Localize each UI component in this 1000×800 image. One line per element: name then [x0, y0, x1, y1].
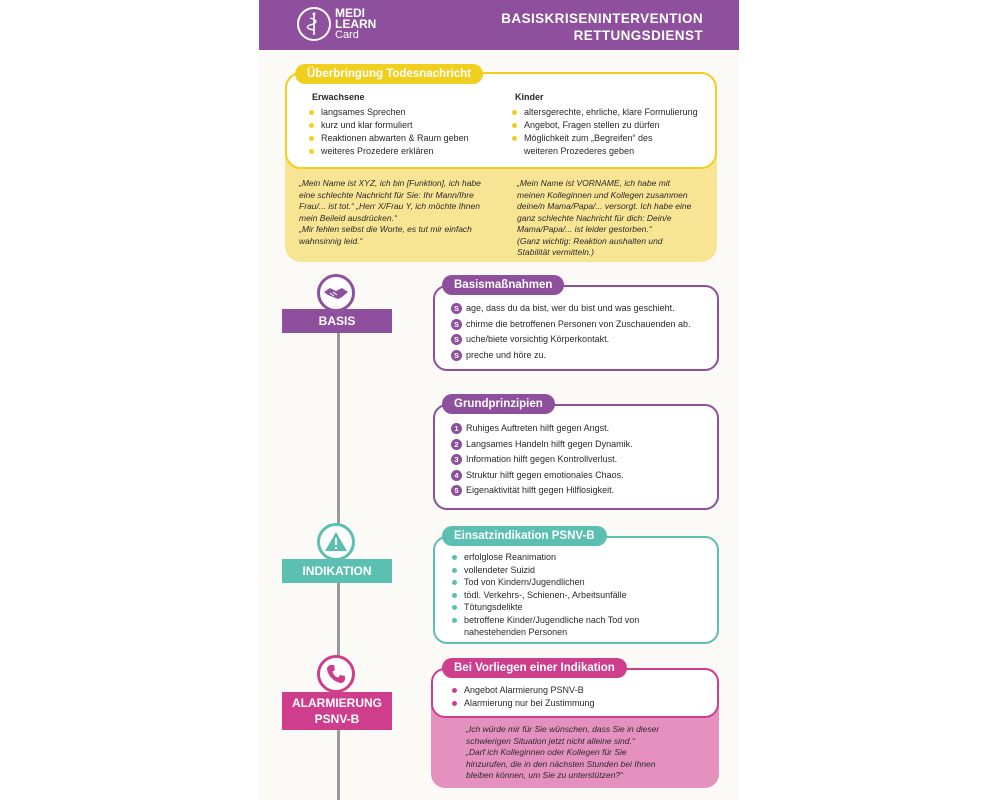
basis-label: BASIS [282, 309, 392, 333]
list-item: langsames Sprechen [309, 106, 509, 119]
logo-line-3: Card [335, 29, 359, 41]
grundprinzipien-box [433, 404, 719, 510]
bullet-dot-icon [452, 605, 457, 610]
list-item: weiteres Prozedere erklären [309, 145, 509, 158]
bullet-dot-icon [452, 700, 457, 706]
list-item: Möglichkeit zum „Begreifen“ des weiteren… [512, 132, 684, 158]
number-badge-icon: 3 [451, 454, 462, 465]
phone-icon [327, 665, 345, 683]
alarmierung-label: ALARMIERUNG PSNV-B [282, 692, 392, 730]
list-item: betroffene Kinder/Jugendliche nach Tod v… [451, 614, 674, 639]
medilearn-card: MEDI LEARN Card BASISKRISENINTERVENTION … [259, 0, 739, 800]
todesnachricht-title: Überbringung Todesnachricht [295, 64, 483, 84]
list-item: erfolglose Reanimation [451, 551, 691, 564]
logo-wordmark: MEDI LEARN Card [335, 6, 377, 41]
basismassnahmen-title: Basismaßnahmen [442, 275, 565, 295]
indikation-marker [317, 523, 355, 561]
bullet-dot-icon [452, 592, 457, 598]
basismassnahmen-box [433, 285, 719, 371]
list-item: kurz und klar formuliert [309, 119, 509, 132]
bullet-dot-icon [452, 580, 457, 585]
list-item: Tötungsdelikte [451, 601, 691, 614]
children-quote: „Mein Name ist VORNAME, ich habe mit mei… [517, 178, 692, 257]
s-badge-icon: S [451, 318, 462, 330]
bullet-dot-icon [309, 110, 314, 115]
bullet-dot-icon [452, 617, 457, 623]
card-header: MEDI LEARN Card BASISKRISENINTERVENTION … [259, 0, 739, 50]
list-item: Angebot Alarmierung PSNV-B [451, 684, 691, 697]
vorliegen-title: Bei Vorliegen einer Indikation [442, 658, 627, 678]
basis-marker [317, 274, 355, 312]
bullet-dot-icon [309, 136, 314, 141]
logo-line-1: MEDI [335, 6, 365, 20]
list-item: altersgerechte, ehrliche, klare Formulie… [512, 106, 712, 119]
bullet-dot-icon [452, 555, 457, 560]
handshake-icon [324, 288, 348, 299]
adults-heading: Erwachsene [312, 92, 365, 102]
children-list: altersgerechte, ehrliche, klare Formulie… [512, 106, 712, 158]
alarmierung-label-line-2: PSNV-B [314, 712, 360, 726]
list-item: vollendeter Suizid [451, 564, 691, 577]
bullet-dot-icon [452, 567, 457, 573]
caduceus-icon [306, 12, 317, 35]
number-badge-icon: 5 [451, 485, 462, 496]
adults-quote: „Mein Name ist XYZ, ich bin [Funktion], … [299, 178, 481, 246]
children-heading: Kinder [515, 92, 544, 102]
bullet-dot-icon [452, 688, 457, 693]
card-title-line-1: BASISKRISENINTERVENTION [501, 11, 703, 26]
alarmierung-label-line-1: ALARMIERUNG [292, 696, 382, 710]
warning-icon [325, 532, 347, 551]
card-title-line-2: RETTUNGSDIENST [573, 28, 703, 43]
s-badge-icon: S [451, 349, 462, 361]
medilearn-logo [297, 7, 331, 41]
bullet-dot-icon [512, 136, 517, 141]
list-item: Reaktionen abwarten & Raum geben [309, 132, 509, 145]
einsatzindikation-list: erfolglose Reanimation vollendeter Suizi… [451, 551, 691, 639]
einsatzindikation-title: Einsatzindikation PSNV-B [442, 526, 607, 546]
grundprinzipien-title: Grundprinzipien [442, 394, 555, 414]
adults-list: langsames Sprechen kurz und klar formuli… [309, 106, 509, 158]
number-badge-icon: 1 [451, 423, 462, 434]
list-item: Angebot, Fragen stellen zu dürfen [512, 119, 712, 132]
indikation-label: INDIKATION [282, 559, 392, 583]
s-badge-icon: S [451, 334, 462, 345]
vorliegen-quote: „Ich würde mir für Sie wünschen, dass Si… [466, 724, 660, 780]
list-item: tödl. Verkehrs-, Schienen-, Arbeitsunfäl… [451, 589, 691, 602]
todesnachricht-box [285, 72, 717, 169]
bullet-dot-icon [309, 123, 314, 128]
card-title: BASISKRISENINTERVENTION RETTUNGSDIENST [501, 10, 703, 44]
logo-line-2: LEARN [335, 17, 377, 31]
s-badge-icon: S [451, 303, 462, 314]
alarmierung-marker [317, 655, 355, 693]
list-item: Alarmierung nur bei Zustimmung [451, 697, 691, 710]
vorliegen-list: Angebot Alarmierung PSNV-B Alarmierung n… [451, 684, 691, 709]
bullet-dot-icon [512, 110, 517, 115]
list-item: Tod von Kindern/Jugendlichen [451, 576, 691, 589]
number-badge-icon: 2 [451, 438, 462, 450]
number-badge-icon: 4 [451, 469, 462, 481]
bullet-dot-icon [309, 149, 314, 154]
bullet-dot-icon [512, 123, 517, 128]
